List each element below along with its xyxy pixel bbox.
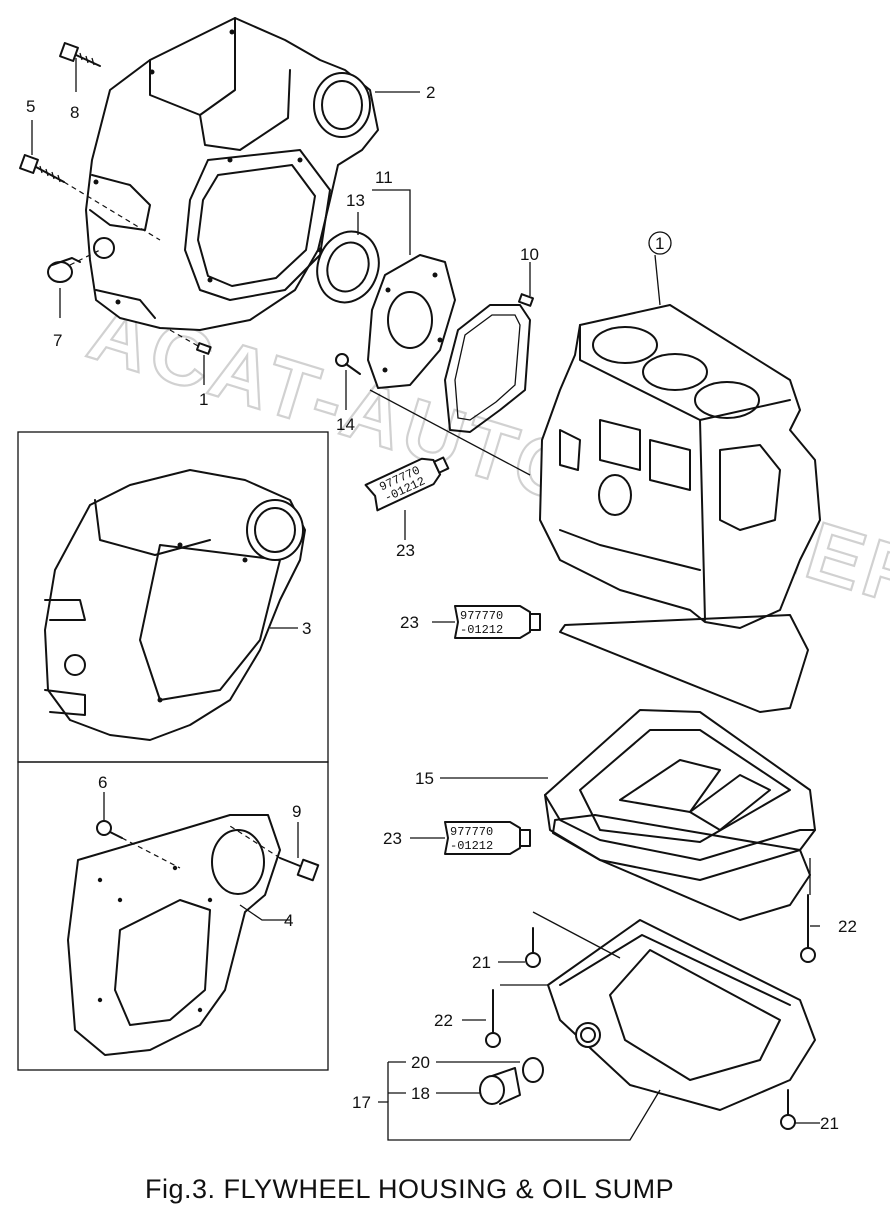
plug-7 [47, 257, 81, 283]
callout-8: 8 [70, 103, 79, 122]
callout-18: 18 [411, 1084, 430, 1103]
callout-4: 4 [284, 911, 293, 930]
dowel-pin-1a [195, 342, 212, 355]
callout-14: 14 [336, 415, 355, 434]
tube-3-line2: -01212 [450, 839, 493, 853]
plate-11 [367, 254, 456, 389]
tube-2-line2: -01212 [460, 623, 503, 637]
callout-1-block: 1 [655, 234, 664, 253]
callout-22-right: 22 [838, 917, 857, 936]
tube-3-line1: 977770 [450, 825, 493, 839]
dowel-pin-10 [517, 293, 535, 307]
sump-gasket [552, 814, 811, 921]
callout-9: 9 [292, 802, 301, 821]
bolt-8 [59, 42, 101, 67]
callout-6: 6 [98, 773, 107, 792]
callout-23-bottom: 23 [383, 829, 402, 848]
callout-21-bottom: 21 [820, 1114, 839, 1133]
plate-4 [67, 814, 281, 1056]
figure-caption: Fig.3. FLYWHEEL HOUSING & OIL SUMP [145, 1174, 674, 1204]
washer-20 [522, 1057, 544, 1083]
cylinder-block [539, 304, 821, 629]
callout-20: 20 [411, 1053, 430, 1072]
callout-3: 3 [302, 619, 311, 638]
bolt-14 [335, 353, 361, 375]
block-gasket [559, 614, 809, 713]
callout-2: 2 [426, 83, 435, 102]
bolt-6 [96, 820, 123, 839]
bolt-21a [525, 927, 541, 968]
bolt-9 [279, 857, 320, 882]
callout-22-left: 22 [434, 1011, 453, 1030]
drain-plug-18 [479, 1067, 521, 1105]
tube-2-line1: 977770 [460, 609, 503, 623]
callout-23-middle: 23 [400, 613, 419, 632]
flywheel-housing-option-3 [44, 469, 306, 741]
gasket-front [444, 304, 531, 433]
sealant-tube-1: 977770 -01212 [364, 456, 450, 512]
callout-11: 11 [375, 168, 393, 187]
bolt-5 [19, 154, 65, 183]
flywheel-housing [85, 17, 379, 331]
callout-23-top: 23 [396, 541, 415, 560]
oil-pan-upper-15 [544, 709, 816, 881]
leader-lines [31, 58, 820, 1141]
bolt-22a [485, 989, 501, 1048]
oil-pan-lower [547, 919, 816, 1111]
frame-option-plate [17, 761, 329, 1071]
callout-5: 5 [26, 97, 35, 116]
callout-1-pin: 1 [199, 390, 208, 409]
bolt-22b [800, 894, 816, 963]
oil-seal-13 [316, 230, 380, 304]
callout-17: 17 [352, 1093, 371, 1112]
sealant-tube-3: 977770 -01212 [444, 821, 531, 855]
callout-10: 10 [520, 245, 539, 264]
bolt-21b [780, 1089, 796, 1130]
callout-21-top: 21 [472, 953, 491, 972]
sealant-tube-2: 977770 -01212 [454, 605, 541, 639]
callout-7: 7 [53, 331, 62, 350]
callout-15: 15 [415, 769, 434, 788]
callout-labels: 1 1 2 3 4 5 6 7 8 9 10 11 13 14 15 17 18… [26, 83, 857, 1133]
callout-13: 13 [346, 191, 365, 210]
